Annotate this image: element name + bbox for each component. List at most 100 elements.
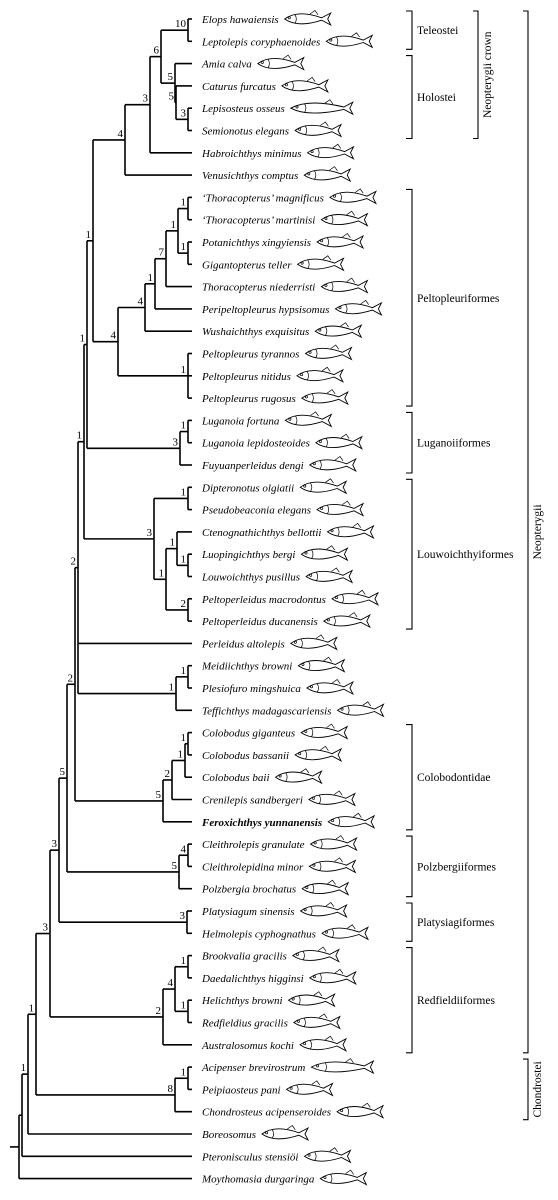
clade-brackets: TeleosteiHolosteiPeltopleuriformesLugano…	[406, 10, 544, 1121]
taxon-label-7: Venusichthys comptus	[202, 170, 298, 182]
fish-silhouette-45	[293, 1013, 341, 1030]
support-value-n5: 6	[154, 45, 160, 57]
fish-silhouette-21	[299, 478, 348, 495]
support-value-n13: 4	[138, 296, 144, 308]
taxon-label-12: Thoracopterus niederristi	[202, 282, 315, 294]
vertical-bracket-1	[523, 10, 529, 1054]
fish-silhouette-1	[325, 32, 374, 49]
support-value-n27: 1	[181, 665, 187, 677]
support-value-n28: 1	[169, 682, 175, 694]
fish-silhouette-15	[304, 344, 353, 361]
support-value-n20: 1	[181, 486, 187, 498]
support-value-n31: 1	[178, 748, 184, 760]
taxon-label-39: Polzbergia brochatus	[201, 884, 296, 896]
taxon-label-45: Redfieldius gracilis	[201, 1018, 288, 1030]
support-value-n7: 4	[118, 128, 124, 140]
fish-silhouette-32	[300, 723, 349, 740]
fish-silhouette-14	[314, 322, 363, 339]
taxon-label-51: Pteronisculus stensiöi	[201, 1151, 298, 1163]
taxon-label-41: Helmolepis cyphognathus	[201, 928, 316, 940]
taxon-label-4: Lepisosteus osseus	[201, 103, 285, 115]
support-value-n40: 1	[181, 955, 187, 967]
taxon-label-36: Feroxichthys yunnanensis	[201, 817, 322, 829]
clade-bracket-5	[406, 724, 413, 831]
support-value-n2: 3	[181, 107, 187, 119]
fish-silhouette-50	[261, 1125, 310, 1142]
taxon-label-42: Brookvalia gracilis	[202, 951, 287, 963]
fish-silhouette-9	[320, 210, 369, 227]
taxon-label-5: Semionotus elegans	[202, 126, 289, 138]
support-value-n19: 1	[80, 333, 86, 345]
support-value-n45: 1	[181, 1066, 187, 1078]
taxon-label-23: Ctenognathichthys bellottii	[202, 527, 321, 539]
clade-bracket-8	[406, 947, 413, 1054]
support-value-n10: 1	[171, 219, 177, 231]
clade-label-5: Colobodontidae	[417, 772, 490, 784]
taxon-label-21: Dipteronotus olgiatii	[201, 482, 294, 494]
taxon-label-47: Acipenser brevirostrum	[201, 1062, 305, 1074]
fish-silhouette-28	[290, 634, 338, 651]
clade-bracket-7	[406, 902, 413, 942]
taxon-label-28: Perleidus altolepis	[201, 638, 285, 650]
fish-silhouette-22	[316, 500, 365, 517]
fish-silhouette-27	[323, 612, 371, 629]
support-value-n29: 2	[71, 556, 77, 568]
fish-silhouette-46	[299, 1035, 348, 1052]
fish-silhouette-47	[310, 1058, 375, 1075]
support-value-n11: 7	[159, 247, 165, 259]
fish-silhouette-25	[305, 567, 354, 584]
taxon-label-6: Habroichthys minimus	[201, 148, 302, 160]
fish-silhouette-48	[285, 1080, 334, 1097]
support-value-n30: 1	[181, 732, 187, 744]
clade-bracket-3	[406, 411, 413, 474]
fish-silhouette-5	[294, 121, 343, 138]
fish-silhouette-3	[281, 76, 329, 93]
fish-silhouette-49	[336, 1102, 385, 1119]
taxon-label-26: Peltoperleidus macrodontus	[201, 594, 326, 606]
vertical-bracket-2	[523, 1058, 529, 1121]
fish-silhouette-20	[308, 456, 357, 473]
taxon-label-1: Leptolepis coryphaenoides	[201, 36, 320, 48]
taxon-label-10: Potanichthys xingyiensis	[201, 237, 311, 249]
fish-silhouette-10	[316, 233, 365, 250]
fish-silhouette-38	[308, 857, 357, 874]
fish-silhouette-11	[296, 255, 345, 272]
support-value-n1: 10	[175, 18, 187, 30]
tree-branches	[10, 18, 192, 1180]
support-value-n37: 5	[60, 766, 66, 778]
taxon-label-44: Helichthys browni	[201, 995, 283, 1007]
clade-label-6: Polzbergiiformes	[417, 861, 497, 873]
taxon-label-0: Elops hawaiensis	[201, 14, 279, 26]
taxon-label-27: Peltoperleidus ducanensis	[201, 616, 318, 628]
fish-silhouette-40	[299, 902, 348, 919]
clade-label-8: Redfieldiiformes	[417, 995, 495, 1007]
vertical-label-0: Neopterygii crown	[482, 31, 494, 118]
support-value-n22: 1	[170, 537, 176, 549]
fish-silhouette-7	[303, 166, 352, 183]
taxon-label-25: Louwoichthys pusillus	[201, 572, 300, 584]
taxon-label-2: Amia calva	[201, 59, 252, 71]
fish-silhouette-2	[257, 54, 305, 71]
support-value-n33: 5	[156, 789, 162, 801]
taxon-label-17: Peltopleurus rugosus	[201, 393, 296, 405]
support-value-n6: 3	[143, 93, 149, 105]
taxon-label-48: Peipiaosteus pani	[201, 1084, 281, 1096]
taxon-label-13: Peripeltopleurus hypsisomus	[201, 304, 329, 316]
taxon-label-9: ‘Thoracopterus’ martinisi	[202, 215, 315, 227]
taxon-label-52: Moythomasia durgaringa	[201, 1174, 315, 1186]
taxon-label-19: Luganoia lepidosteoides	[201, 438, 310, 450]
vertical-label-1: Neopterygii	[532, 504, 544, 559]
fish-silhouette-30	[306, 679, 354, 696]
taxon-label-24: Luopingichthys bergi	[201, 549, 295, 561]
taxon-label-37: Cleithrolepis granulate	[202, 839, 305, 851]
support-value-n36: 5	[172, 860, 178, 872]
support-value-n38: 3	[180, 910, 186, 922]
fish-silhouette-43	[308, 968, 357, 985]
clade-label-1: Holostei	[417, 92, 456, 104]
taxon-label-34: Colobodus baii	[202, 772, 270, 784]
support-value-n25: 3	[147, 527, 153, 539]
support-value-n24: 1	[159, 567, 165, 579]
support-value-n32: 2	[165, 768, 171, 780]
fish-silhouette-35	[308, 790, 356, 807]
